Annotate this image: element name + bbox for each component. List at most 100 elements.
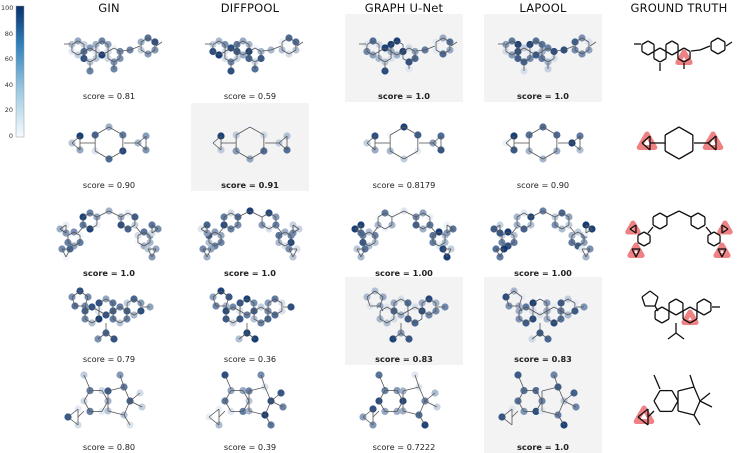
atom-importance-node <box>405 65 413 73</box>
molecule-graph <box>490 207 596 261</box>
bond-line <box>212 290 222 298</box>
bond-line <box>260 318 269 324</box>
bond-line <box>374 290 384 298</box>
bond-line <box>563 45 575 51</box>
molecule-graph <box>633 374 713 426</box>
bond-line <box>561 212 570 218</box>
bond-line <box>389 126 405 136</box>
bond-line <box>140 49 149 55</box>
bond-line <box>517 374 525 390</box>
bond-line <box>284 242 292 247</box>
bond-line <box>699 45 711 51</box>
bond-line <box>446 248 452 258</box>
bond-line <box>675 298 684 304</box>
bond-line <box>91 306 100 312</box>
bond-line <box>129 400 143 408</box>
score-label: score = 0.79 <box>82 354 136 364</box>
bond-line <box>378 374 386 390</box>
bond-line <box>671 400 679 412</box>
bond-line <box>278 142 288 151</box>
bond-line <box>442 248 448 258</box>
bond-line <box>123 400 131 416</box>
bond-line <box>507 242 515 247</box>
bond-line <box>653 390 661 402</box>
bond-line <box>362 408 374 418</box>
bond-line <box>249 150 265 160</box>
bond-line <box>384 47 392 52</box>
bond-line <box>581 37 590 43</box>
bond-line <box>377 212 386 218</box>
bond-line <box>647 40 655 46</box>
molecule-graph <box>209 123 291 163</box>
bond-line <box>223 224 232 230</box>
bond-line <box>523 212 532 218</box>
bond-line <box>366 135 376 144</box>
bond-line <box>523 47 531 52</box>
bond-line <box>98 298 107 304</box>
bond-line <box>390 51 398 56</box>
bond-line <box>71 290 81 298</box>
bond-line <box>652 224 661 230</box>
colorbar-gradient <box>15 5 25 138</box>
score-label: score = 0.80 <box>82 442 136 452</box>
molecule-graph <box>197 207 303 261</box>
bond-line <box>511 40 519 45</box>
bond-line <box>518 318 527 324</box>
bond-line <box>523 224 532 230</box>
bond-line <box>547 58 555 63</box>
bond-line <box>218 40 226 45</box>
bond-line <box>112 318 121 324</box>
bond-line <box>133 298 142 304</box>
bond-line <box>402 410 420 416</box>
bond-line <box>67 242 75 247</box>
bond-line <box>541 386 559 392</box>
bond-line <box>366 40 374 45</box>
bond-line <box>129 392 141 402</box>
bond-line <box>629 224 637 230</box>
bond-line <box>288 37 297 43</box>
bond-line <box>261 212 270 218</box>
bond-line <box>206 248 212 258</box>
bond-line <box>654 318 663 324</box>
bond-line <box>77 410 85 418</box>
bond-line <box>493 224 501 230</box>
bond-line <box>79 290 89 298</box>
molecule-graph <box>641 290 720 340</box>
bond-line <box>108 210 122 218</box>
bond-line <box>557 400 565 416</box>
bond-line <box>415 212 424 218</box>
bond-line <box>577 242 585 247</box>
atom-importance-node <box>110 65 118 73</box>
score-label: score = 0.39 <box>223 442 277 452</box>
bond-line <box>237 210 251 218</box>
molecule-graph <box>363 123 445 163</box>
molecule-graph <box>502 287 588 343</box>
bond-line <box>664 126 680 136</box>
bond-line <box>505 290 515 298</box>
atom-importance-node <box>544 58 552 66</box>
bond-line <box>649 290 659 298</box>
bond-line <box>264 414 272 426</box>
bond-line <box>242 390 250 402</box>
score-label: score = 0.36 <box>223 354 277 364</box>
molecule-graph <box>205 34 304 75</box>
bond-line <box>641 40 649 46</box>
bond-line <box>372 40 380 45</box>
bond-line <box>246 332 256 340</box>
bond-line <box>73 242 81 247</box>
bond-line <box>637 231 645 237</box>
bond-line <box>108 150 124 160</box>
bond-line <box>661 306 670 312</box>
bond-line <box>362 416 374 426</box>
bond-line <box>671 40 679 46</box>
bond-line <box>236 40 244 45</box>
bond-line <box>535 51 543 56</box>
bond-line <box>268 224 277 230</box>
bond-line <box>696 298 705 304</box>
bond-line <box>239 298 248 304</box>
score-label: score = 1.0 <box>82 268 135 278</box>
atom-importance-node <box>520 58 528 66</box>
bond-line <box>238 332 248 340</box>
bond-line <box>710 49 719 55</box>
